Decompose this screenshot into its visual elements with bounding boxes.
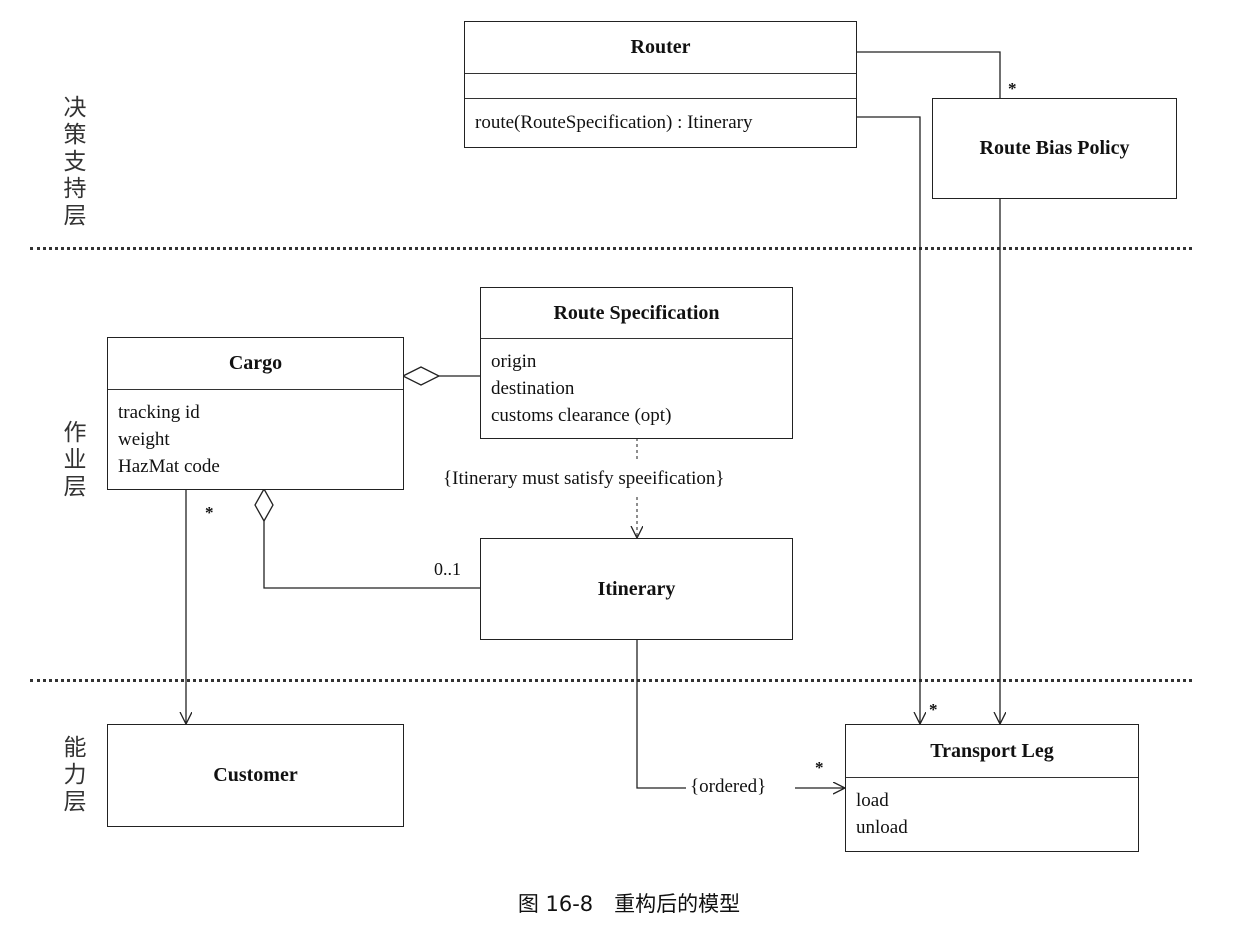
multiplicity-cargo-itinerary: 0..1: [434, 559, 461, 579]
transport-leg-class[interactable]: Transport Leg load unload: [845, 724, 1139, 852]
itinerary-class[interactable]: Itinerary: [480, 538, 793, 640]
route-specification-class[interactable]: Route Specification origin destination c…: [480, 287, 793, 439]
itinerary-leg-ordered: [636, 639, 686, 789]
cargo-class-name: Cargo: [228, 352, 283, 374]
attribute-weight: weight: [118, 429, 170, 450]
customer-class[interactable]: Customer: [107, 724, 404, 827]
router-policy-association: [856, 51, 1001, 98]
constraint-itinerary-satisfies-spec: {Itinerary must satisfy speeification}: [443, 468, 725, 489]
router-class-name: Router: [630, 36, 691, 58]
route-specification-class-name: Route Specification: [553, 302, 720, 324]
multiplicity-leg-from-router: *: [929, 700, 938, 719]
layer-label-decision-support: 决策支持层: [59, 95, 85, 230]
transport-leg-class-name: Transport Leg: [930, 740, 1054, 762]
attribute-customs-clearance: customs clearance (opt): [491, 405, 672, 426]
multiplicity-cargo-customer: *: [205, 503, 214, 522]
router-class[interactable]: Router route(RouteSpecification) : Itine…: [464, 21, 857, 148]
route-bias-policy-class[interactable]: Route Bias Policy: [932, 98, 1177, 199]
layer-divider-lower: [30, 679, 1192, 682]
itinerary-class-name: Itinerary: [597, 577, 676, 600]
aggregation-diamond-cargo-bottom: [254, 487, 274, 523]
router-leg-dependency: [856, 116, 920, 724]
attribute-hazmat-code: HazMat code: [118, 456, 220, 477]
transport-leg-operations: load unload: [846, 777, 1138, 841]
attribute-destination: destination: [491, 378, 575, 399]
aggregation-diamond-cargo-right: [401, 366, 441, 386]
layer-label-operation: 作业层: [59, 420, 85, 501]
route-bias-policy-class-name: Route Bias Policy: [979, 137, 1130, 159]
figure-caption: 图 16-8 重构后的模型: [517, 892, 741, 916]
cargo-class[interactable]: Cargo tracking id weight HazMat code: [107, 337, 404, 490]
multiplicity-router-policy: *: [1008, 79, 1017, 98]
layer-label-capability: 能力层: [59, 735, 85, 816]
operation-load: load: [856, 790, 889, 811]
router-attributes-compartment: [465, 73, 856, 98]
cargo-attributes: tracking id weight HazMat code: [108, 389, 403, 480]
operation-unload: unload: [856, 817, 908, 838]
route-specification-attributes: origin destination customs clearance (op…: [481, 338, 792, 429]
multiplicity-leg-from-itinerary: *: [815, 758, 824, 777]
layer-divider-upper: [30, 247, 1192, 250]
constraint-ordered: {ordered}: [690, 776, 767, 797]
attribute-tracking-id: tracking id: [118, 402, 200, 423]
cargo-itinerary-aggregation: [263, 521, 481, 589]
router-operation: route(RouteSpecification) : Itinerary: [465, 98, 856, 136]
attribute-origin: origin: [491, 351, 537, 372]
customer-class-name: Customer: [213, 764, 298, 786]
